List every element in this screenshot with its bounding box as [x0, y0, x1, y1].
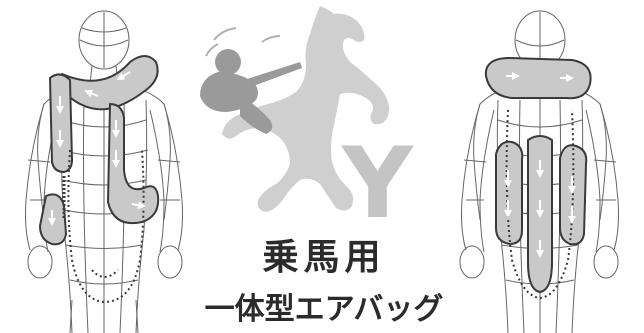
mannequin-back-with-airbag-icon — [459, 10, 619, 333]
mannequin-front-with-airbag-icon — [25, 10, 183, 333]
page-title: 乗馬用 — [262, 237, 386, 278]
page-subtitle: 一体型エアバッグ — [204, 292, 444, 327]
brand-letter-mark: Y — [342, 127, 413, 241]
horse-rider-silhouette-icon — [200, 6, 389, 212]
